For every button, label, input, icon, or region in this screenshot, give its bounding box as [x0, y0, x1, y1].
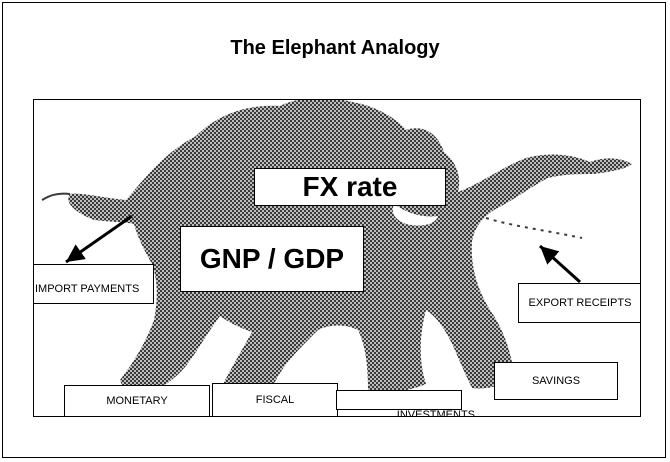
elephant-tusk — [392, 204, 438, 226]
investments-label: INVESTMENTS — [336, 390, 475, 416]
fx-rate-text: FX rate — [302, 171, 398, 202]
export-receipts-label: EXPORT RECEIPTS — [518, 283, 640, 323]
elephant-tail — [41, 192, 71, 201]
fiscal-label: FISCAL — [212, 383, 338, 416]
gnp-gdp-text: GNP / GDP — [199, 243, 345, 274]
fx-rate-label: FX rate — [254, 168, 446, 206]
investments-text: INVESTMENTS — [396, 409, 475, 417]
elephant-trunk-dots — [485, 217, 583, 239]
savings-label: SAVINGS — [494, 362, 618, 400]
savings-text: SAVINGS — [531, 375, 581, 387]
fiscal-text: FISCAL — [255, 394, 295, 406]
export-receipts-text: EXPORT RECEIPTS — [528, 297, 632, 309]
gnp-gdp-label: GNP / GDP — [180, 226, 364, 292]
monetary-label: MONETARY — [64, 385, 210, 416]
slide: The Elephant Analogy — [2, 2, 666, 458]
import-payments-label: IMPORT PAYMENTS — [34, 264, 154, 304]
diagram-frame: FX rate GNP / GDP IMPORT PAYMENTS EXPORT… — [33, 99, 641, 417]
monetary-text: MONETARY — [106, 395, 168, 407]
slide-title: The Elephant Analogy — [230, 37, 440, 59]
import-payments-text: IMPORT PAYMENTS — [35, 283, 140, 295]
